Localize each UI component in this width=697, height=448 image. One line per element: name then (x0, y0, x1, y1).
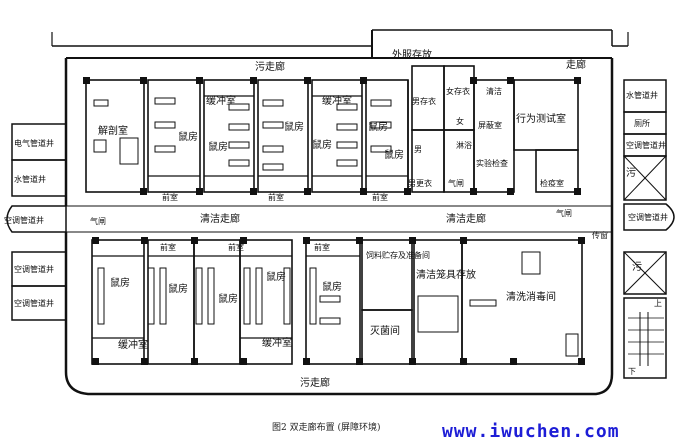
label-clothes-storage: 外服存放 (392, 48, 432, 61)
label-shield: 屏蔽室 (478, 120, 502, 130)
label-mouse-room-8: 鼠房 (168, 282, 188, 295)
label-dirty-corridor-bottom: 污走廊 (300, 376, 330, 389)
label-mouse-room-4: 鼠房 (312, 138, 332, 151)
label-elevator-1: 污 (626, 167, 636, 179)
label-anteroom-2: 前室 (268, 192, 284, 202)
lower-partitions (92, 255, 360, 339)
label-mouse-room-11: 鼠房 (322, 280, 342, 293)
label-stair-down: 下 (628, 367, 636, 376)
room-labels: 污走廊 外服存放 走廊 解剖室 鼠房 缓冲室 鼠房 鼠房 鼠房 缓冲室 鼠房 鼠… (4, 48, 668, 389)
label-toilet-right: 厕所 (634, 118, 650, 128)
label-dissection-room: 解剖室 (98, 124, 128, 137)
label-anteroom-5: 前室 (228, 242, 244, 252)
label-corridor-top-right: 走廊 (566, 58, 586, 71)
upper-rooms (85, 65, 579, 193)
label-airlock-right: 气闸 (556, 208, 572, 218)
label-mouse-room-5: 鼠房 (368, 120, 388, 133)
label-mouse-room-7: 鼠房 (110, 276, 130, 289)
lower-columns (92, 237, 585, 365)
left-shafts (6, 123, 67, 321)
label-male-toilet: 男 (414, 145, 422, 154)
label-cleaning: 清洁 (486, 86, 502, 96)
label-airlock-center: 气闸 (448, 178, 464, 188)
label-electric-shaft: 电气管道井 (14, 138, 54, 148)
label-water-shaft-left: 水管道井 (14, 174, 46, 184)
label-ac-shaft-right-2: 空调管道井 (628, 212, 668, 222)
label-behavior-test: 行为测试室 (516, 112, 566, 125)
label-ac-shaft-right-1: 空调管道井 (626, 140, 666, 150)
label-female-toilet: 女 (456, 116, 464, 126)
label-water-shaft-right: 水管道井 (626, 90, 658, 100)
label-mouse-room-6: 鼠房 (384, 148, 404, 161)
label-stair-up: 上 (654, 299, 662, 308)
watermark: www.iwuchen.com (442, 421, 620, 442)
label-sterilize-room: 灭菌间 (370, 324, 400, 337)
upper-anterooms (148, 95, 408, 177)
label-male-storage: 男存衣 (412, 96, 436, 106)
label-female-storage: 女存衣 (446, 86, 470, 96)
label-clean-corridor-right: 清洁走廊 (446, 212, 486, 225)
cage-racks-upper (93, 97, 392, 171)
label-transfer-window: 传窗 (592, 230, 608, 240)
label-mouse-room-1: 鼠房 (178, 130, 198, 143)
label-ac-shaft-left-1: 空调管道井 (4, 215, 44, 225)
label-lab: 实验检查 (476, 158, 508, 168)
label-airlock-left: 气闸 (90, 216, 106, 226)
label-quarantine: 检疫室 (540, 178, 564, 188)
label-ac-shaft-left-3: 空调管道井 (14, 298, 54, 308)
label-dirty-corridor-top: 污走廊 (255, 60, 285, 73)
label-mouse-room-10: 鼠房 (266, 270, 286, 283)
right-shafts (623, 79, 675, 379)
figure-caption: 图2 双走廊布置 (屏障环境) (272, 421, 380, 433)
label-mouse-room-2: 鼠房 (208, 140, 228, 153)
cage-racks-lower (97, 251, 579, 357)
label-anteroom-3: 前室 (372, 192, 388, 202)
lower-rooms (91, 239, 583, 365)
label-buffer-room-2: 缓冲室 (322, 94, 352, 107)
label-buffer-room-4: 缓冲室 (262, 336, 292, 349)
label-anteroom-1: 前室 (162, 192, 178, 202)
label-anteroom-6: 前室 (314, 242, 330, 252)
outer-walls (51, 29, 629, 396)
upper-columns (83, 77, 581, 195)
label-clean-cage-storage: 清洁笼具存放 (416, 268, 476, 281)
label-buffer-room-1: 缓冲室 (206, 94, 236, 107)
label-anteroom-4: 前室 (160, 242, 176, 252)
label-buffer-room-3: 缓冲室 (118, 338, 148, 351)
label-ac-shaft-left-2: 空调管道井 (14, 264, 54, 274)
label-shower: 淋浴 (456, 140, 472, 150)
label-clean-corridor-left: 清洁走廊 (200, 212, 240, 225)
label-feed-storage: 饲料贮存及准备间 (366, 250, 430, 260)
label-wash-disinfect: 清洗消毒间 (506, 290, 556, 303)
label-elevator-2: 污 (632, 261, 642, 273)
label-mouse-room-9: 鼠房 (218, 292, 238, 305)
label-mouse-room-3: 鼠房 (284, 120, 304, 133)
label-male-dressing: 男更衣 (408, 178, 432, 188)
